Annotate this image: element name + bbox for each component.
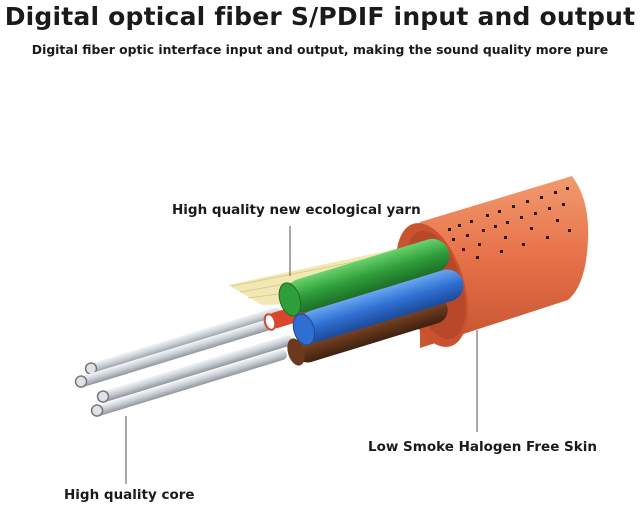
page-title: Digital optical fiber S/PDIF input and o… (4, 2, 636, 31)
core-label: High quality core (64, 487, 195, 503)
page-subtitle: Digital fiber optic interface input and … (31, 42, 609, 57)
skin-label: Low Smoke Halogen Free Skin (368, 439, 597, 455)
callout-lines (125, 226, 478, 484)
core-wires (74, 307, 293, 417)
inner-fibers (263, 238, 464, 366)
yarn-label: High quality new ecological yarn (172, 202, 421, 218)
